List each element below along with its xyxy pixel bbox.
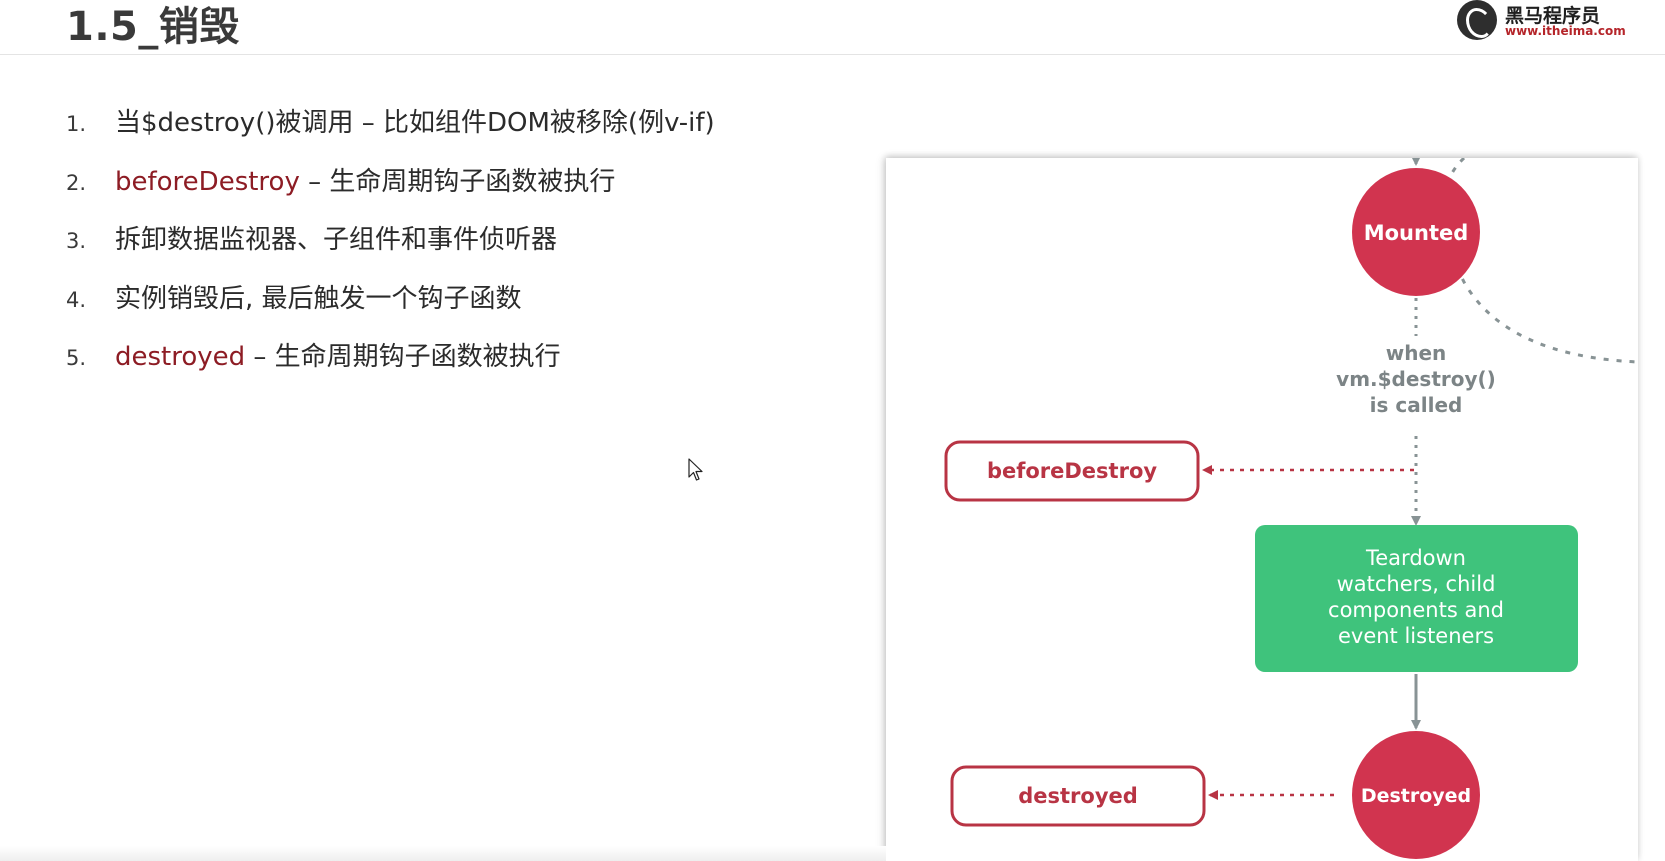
destroy-trigger-label-line2: vm.$destroy() [1336,367,1496,391]
list-item-text: 当$destroy()被调用 – 比如组件DOM被移除(例v-if) [115,108,715,138]
list-item-text: 拆卸数据监视器、子组件和事件侦听器 [115,225,558,255]
lifecycle-diagram-svg: Mounted when vm.$destroy() is called bef… [944,158,1638,859]
list-item-text: – 生命周期钩子函数被执行 [245,342,561,372]
destroyed-node [1352,731,1480,859]
page-title: 1.5_销毁 [66,4,240,50]
list-item-number: 2. [66,170,87,195]
destroyed-hook-label: destroyed [1018,784,1138,808]
logo-icon [1457,0,1497,40]
logo-name: 黑马程序员 [1505,5,1601,27]
destroy-trigger-label-line3: is called [1370,393,1463,417]
before-destroy-hook-label: beforeDestroy [987,459,1157,483]
lifecycle-step-list: 1. 当$destroy()被调用 – 比如组件DOM被移除(例v-if) 2. b… [66,101,715,394]
list-item: 2. beforeDestroy – 生命周期钩子函数被执行 [66,160,715,219]
list-item-text: – 生命周期钩子函数被执行 [299,166,616,197]
list-item: 3. 拆卸数据监视器、子组件和事件侦听器 [66,218,715,277]
teardown-step [1255,525,1578,672]
destroyed-node-label: Destroyed [1361,785,1471,807]
mounted-node-label: Mounted [1364,221,1469,245]
list-item-number: 5. [66,346,87,370]
teardown-step-label-line3: components and [1328,598,1504,622]
destroyed-hook [950,765,1206,827]
list-item-text: 实例销毁后, 最后触发一个钩子函数 [115,283,522,314]
list-item-number: 4. [66,287,87,312]
list-item-hook: beforeDestroy [115,166,300,197]
lifecycle-diagram: Mounted when vm.$destroy() is called bef… [886,158,1638,861]
teardown-step-label-line1: Teardown [1365,546,1466,570]
title-bar: 1.5_销毁 黑马程序员 www.itheima.com [0,0,1665,55]
list-item-number: 1. [66,112,87,136]
teardown-step-label-line4: event listeners [1338,624,1494,648]
list-item: 5. destroyed – 生命周期钩子函数被执行 [66,335,715,394]
list-item: 4. 实例销毁后, 最后触发一个钩子函数 [66,277,715,336]
logo: 黑马程序员 www.itheima.com [1457,0,1637,44]
before-destroy-hook [944,440,1200,502]
list-item-number: 3. [66,229,87,253]
bottom-edge [0,846,886,861]
destroy-trigger-label-line1: when [1386,341,1447,365]
logo-url: www.itheima.com [1505,24,1626,38]
list-item: 1. 当$destroy()被调用 – 比如组件DOM被移除(例v-if) [66,101,715,160]
mouse-pointer-icon [688,458,703,481]
mounted-node [1352,168,1480,296]
list-item-hook: destroyed [115,342,246,372]
teardown-step-label-line2: watchers, child [1337,572,1496,596]
